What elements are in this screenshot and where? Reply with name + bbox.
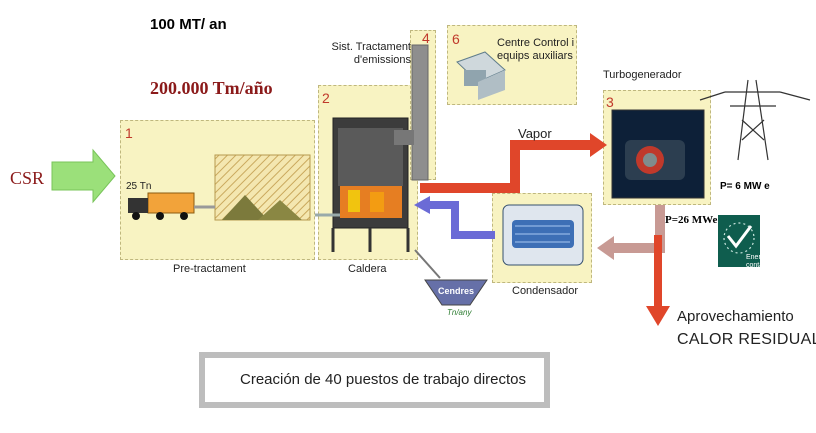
step-1-number: 1 — [125, 125, 133, 141]
power-gross-label: P=26 MWe — [665, 214, 718, 226]
vapor-arrow — [420, 140, 592, 193]
power-net-label: P= 6 MW e — [720, 181, 770, 192]
chimney — [411, 44, 429, 181]
csr-label: CSR — [10, 168, 45, 188]
jobs-box — [199, 352, 550, 408]
residual-line-1: Aprovechamiento — [677, 308, 794, 325]
csr-input-arrow — [51, 148, 116, 204]
step-4-number: 4 — [422, 30, 430, 46]
step-2-number: 2 — [322, 90, 330, 106]
step-3-label: Turbogenerador — [603, 69, 682, 81]
step-2-label: Caldera — [348, 263, 387, 275]
ashes-label: Cendres — [438, 286, 475, 296]
waste-pile-1 — [222, 195, 268, 220]
exhaust-arrow — [612, 205, 665, 253]
capacity-tm-label: 200.000 Tm/año — [150, 78, 273, 98]
step-3-number: 3 — [606, 94, 614, 110]
residual-line-2: CALOR RESIDUAL — [677, 331, 816, 348]
ashes-hopper — [424, 279, 488, 306]
step-6-number: 6 — [452, 31, 460, 47]
capacity-mt-label: 100 MT/ an — [150, 16, 227, 33]
ashes-sublabel: Tn/any — [447, 308, 472, 317]
truck-capacity-label: 25 Tn — [126, 181, 152, 192]
waste-pile-2 — [258, 200, 302, 220]
vapor-label: Vapor — [518, 126, 552, 141]
condensate-return-arrow — [427, 201, 495, 239]
step-6-label: Centre Control i equips auxiliars — [497, 37, 575, 62]
jobs-label: Creación de 40 puestos de trabajo direct… — [240, 371, 527, 388]
truck-cab — [128, 198, 148, 213]
storage-pit — [214, 154, 311, 221]
condenser-label: Condensador — [512, 285, 579, 297]
step-1-label: Pre-tractament — [173, 263, 246, 275]
step-4-label: Sist. Tractament d'emissions — [331, 41, 411, 66]
truck-trailer — [147, 192, 195, 214]
power-pylon-icon — [699, 79, 811, 161]
energy-badge-label: Energia i contamin — [746, 254, 775, 269]
